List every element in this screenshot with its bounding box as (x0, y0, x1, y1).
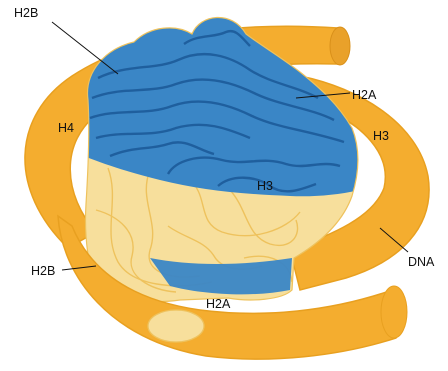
h2b-top-leader (52, 22, 118, 74)
label-h3-center: H3 (257, 179, 273, 193)
histone-bottom-lobe (148, 310, 204, 342)
label-h2a-bottom: H2A (206, 297, 231, 311)
dna-lower-end (381, 286, 407, 338)
label-h4: H4 (58, 121, 74, 135)
label-dna: DNA (408, 255, 435, 269)
label-h2b-bottom: H2B (31, 264, 55, 278)
label-h2a-top: H2A (352, 88, 377, 102)
label-h3-right: H3 (373, 129, 389, 143)
dna-upper-end (330, 27, 350, 65)
label-h2b-top: H2B (14, 6, 38, 20)
